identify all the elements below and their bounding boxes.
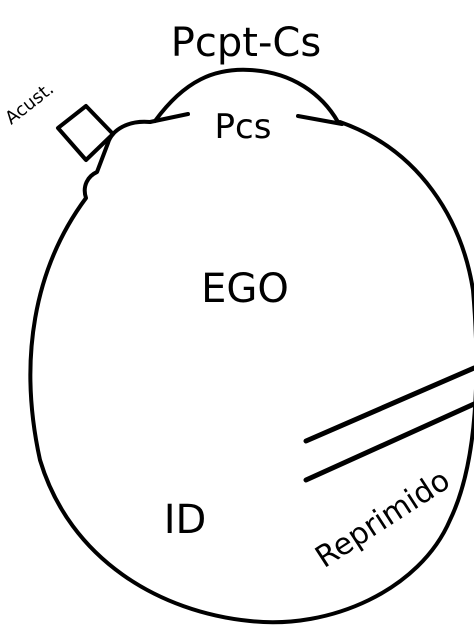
psyche-outline [28,119,474,625]
label-reprimido: Reprimido [309,463,456,575]
acoustic-cap [56,104,115,162]
label-acust: Acust. [1,78,58,129]
pcs-stroke-left [148,112,190,124]
repressed-line-lower [303,401,474,483]
label-pcpt-cs: Pcpt-Cs [171,20,321,66]
pcs-stroke-right [296,114,344,126]
label-pcs: Pcs [215,107,272,147]
repressed-line-upper [303,365,474,444]
label-ego: EGO [201,266,289,312]
perception-dome [153,67,340,124]
label-id: ID [164,497,207,543]
